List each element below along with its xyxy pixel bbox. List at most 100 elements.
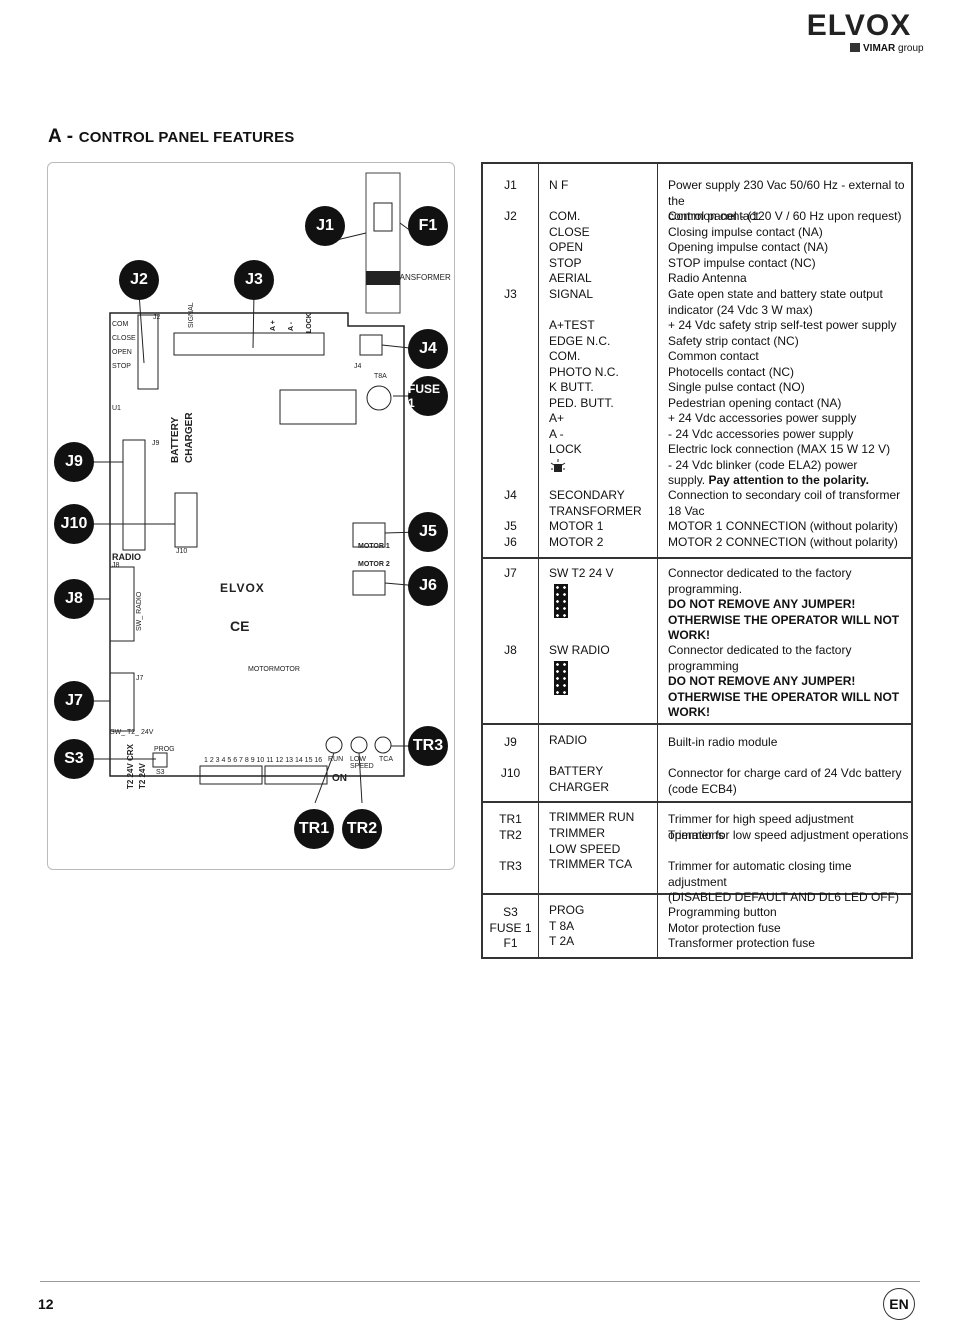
features-table: J1 N F Power supply 230 Vac 50/60 Hz - e… xyxy=(481,162,913,959)
a-plus-pcb-label: A + xyxy=(270,320,277,331)
table-divider xyxy=(538,164,539,957)
tag-f1: F1 xyxy=(408,206,448,246)
row-name: N F xyxy=(549,178,569,192)
signal-pcb-label: SIGNAL xyxy=(188,302,195,328)
row-id: J5 xyxy=(504,519,517,533)
vimar-group-label: VIMAR group xyxy=(850,43,924,54)
row-name: MOTOR 1 xyxy=(549,519,604,533)
j2-pcb-label: J2 xyxy=(153,314,161,321)
radio-pcb-label: RADIO xyxy=(112,552,141,562)
j8-connector xyxy=(109,566,135,642)
tag-fuse-1: FUSE 1 xyxy=(408,376,448,416)
dip-switch-1 xyxy=(199,765,263,785)
row-desc: Connection to secondary coil of transfor… xyxy=(668,488,901,518)
row-desc: Trimmer for high speed adjustment operat… xyxy=(668,812,854,842)
pcb-drawing xyxy=(92,172,428,804)
com-label: COM xyxy=(112,321,129,328)
row-desc: Trimmer for low speed adjustment operati… xyxy=(668,828,909,842)
jumper-icon xyxy=(554,660,568,695)
j6-connector xyxy=(352,570,386,596)
row-desc: Built-in radio module xyxy=(668,735,778,749)
a-minus-pcb-label: A - xyxy=(288,321,295,331)
section-title-text: CONTROL PANEL FEATURES xyxy=(78,129,295,146)
tag-j9: J9 xyxy=(54,442,94,482)
row-id: J1 xyxy=(504,178,517,192)
j2-terminal-block xyxy=(137,314,159,390)
s3-pcb-label: S3 xyxy=(156,769,165,776)
j4-pcb-label: J4 xyxy=(354,363,362,370)
fuse-f1-holder xyxy=(373,202,393,232)
row-id: TR2 xyxy=(499,828,522,842)
table-row-separator xyxy=(483,801,911,803)
row-id: J8 xyxy=(504,643,517,657)
row-desc: Trimmer for automatic closing time adjus… xyxy=(668,859,899,904)
pcb-elvox-logo: ELVOX xyxy=(220,581,265,595)
transformer-band xyxy=(366,271,400,285)
fuse-1-holder xyxy=(366,385,392,411)
control-panel-diagram: TRANSFORMER COM CLOSE OPEN STOP J2 U1 J9… xyxy=(47,162,455,870)
sw-radio-label: SW_ RADIO xyxy=(136,591,143,631)
section-letter: A - xyxy=(48,126,79,147)
motor2-pcb-label: MOTOR 2 xyxy=(358,561,390,568)
footer-divider xyxy=(40,1281,920,1282)
language-badge: EN xyxy=(883,1288,915,1320)
j4-connector xyxy=(359,334,383,356)
j9-radio-slot xyxy=(122,439,146,551)
vimar-label: VIMAR xyxy=(863,43,896,54)
row-name: RADIO xyxy=(549,733,588,747)
tag-j8: J8 xyxy=(54,579,94,619)
low-speed-label: LOW SPEED xyxy=(350,756,374,770)
row-id: J6 xyxy=(504,535,517,549)
vimar-square-icon xyxy=(850,43,860,52)
tag-tr3: TR3 xyxy=(408,726,448,766)
tag-tr2: TR2 xyxy=(342,809,382,849)
close-label: CLOSE xyxy=(112,335,136,342)
row-id: J3 xyxy=(504,287,517,301)
row-desc: MOTOR 1 CONNECTION (without polarity) xyxy=(668,519,898,533)
tag-j2: J2 xyxy=(119,260,159,300)
tag-j7: J7 xyxy=(54,681,94,721)
u1-label: U1 xyxy=(112,405,121,412)
j9-pcb-label: J9 xyxy=(152,440,160,447)
ce-mark: CE xyxy=(230,618,250,634)
trimmer-tca xyxy=(374,736,392,754)
tag-j4: J4 xyxy=(408,329,448,369)
stop-label: STOP xyxy=(112,363,131,370)
open-label: OPEN xyxy=(112,349,132,356)
j7-pcb-label: J7 xyxy=(136,675,144,682)
charger-label: CHARGER xyxy=(184,412,195,463)
tca-label: TCA xyxy=(379,756,393,763)
t8a-label: T8A xyxy=(374,373,387,380)
lock-pcb-label: LOCK xyxy=(306,313,313,333)
logo-text: ELVOX xyxy=(807,10,911,40)
table-divider xyxy=(657,164,658,957)
j10-pcb-label: J10 xyxy=(176,548,188,555)
tag-j5: J5 xyxy=(408,512,448,552)
motor-b-label: MOTOR xyxy=(274,666,300,673)
row-id: J9 xyxy=(504,735,517,749)
blinker-icon xyxy=(549,458,567,475)
row-name: MOTOR 2 xyxy=(549,535,604,549)
row-name: TRIMMER RUN xyxy=(549,810,635,824)
battery-label: BATTERY xyxy=(170,416,181,463)
elvox-logo: ELVOX xyxy=(802,10,917,40)
page-number: 12 xyxy=(38,1296,54,1312)
tag-j3: J3 xyxy=(234,260,274,300)
row-name: SW T2 24 V xyxy=(549,566,669,622)
j8-pcb-label: J8 xyxy=(112,562,120,569)
row-name: SW RADIO xyxy=(549,643,669,699)
tag-s3: S3 xyxy=(54,739,94,779)
tag-j6: J6 xyxy=(408,566,448,606)
sw-t2-label: SW_ T2_ 24V xyxy=(110,729,154,736)
transformer-wires xyxy=(365,172,401,314)
